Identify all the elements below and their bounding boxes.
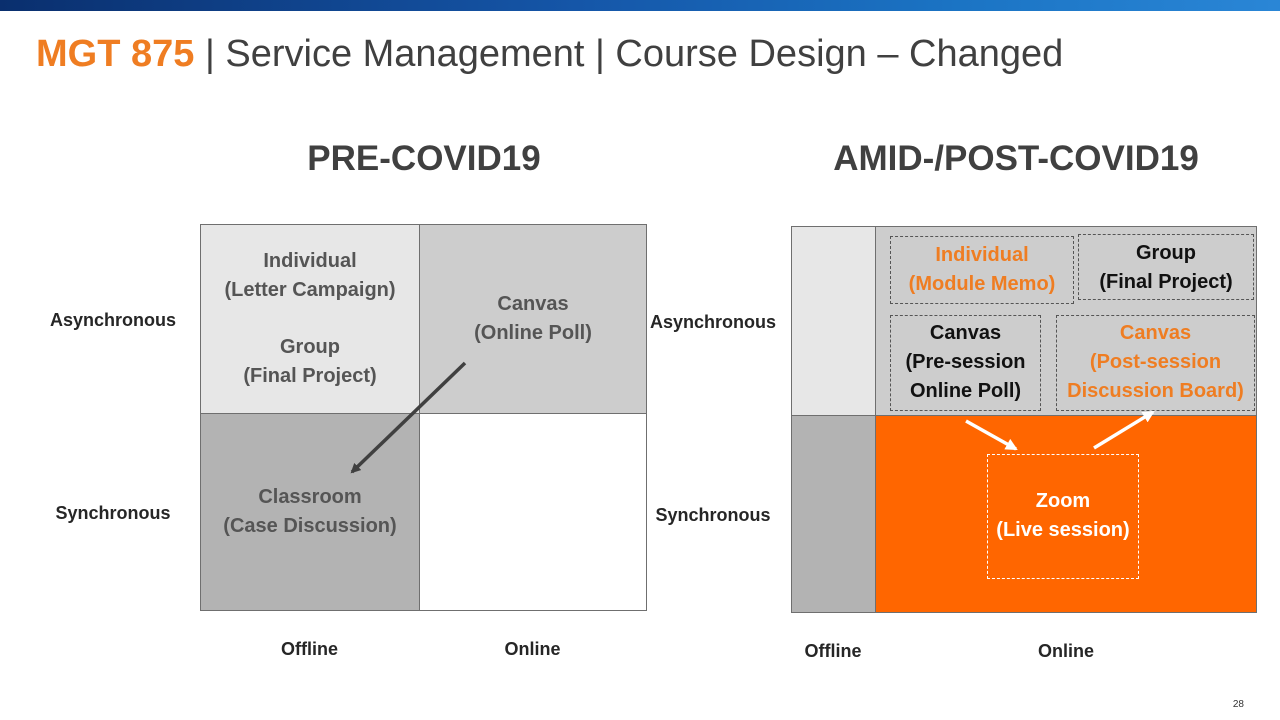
canvas-pre-session-text: Canvas (Pre-session Online Poll): [890, 319, 1041, 406]
left-cell-offline-async: [200, 224, 420, 414]
pre-session-label: (Pre-session: [905, 351, 1026, 373]
discussion-board-label: Discussion Board): [1067, 380, 1244, 402]
group-label: Group: [280, 336, 340, 358]
right-x-label-offline: Offline: [804, 641, 862, 661]
right-y-label-sync: Synchronous: [655, 505, 771, 525]
module-memo-label: (Module Memo): [908, 273, 1056, 295]
left-offline-async-text: Individual (Letter Campaign) Group (Fina…: [200, 247, 420, 391]
course-code: MGT 875: [36, 33, 195, 75]
left-y-label-async: Asynchronous: [49, 310, 177, 330]
canvas-post-session-box: [1056, 315, 1255, 411]
canvas-label: Canvas: [1119, 322, 1192, 344]
left-cell-online-async: [419, 224, 647, 414]
online-poll-label: Online Poll): [909, 380, 1022, 402]
individual-label: Individual: [263, 250, 357, 272]
pre-poll-to-zoom-arrow: [965, 419, 1018, 451]
final-project-label: (Final Project): [1099, 271, 1233, 293]
final-project-label: (Final Project): [243, 365, 377, 387]
left-x-label-offline: Offline: [281, 639, 338, 659]
canvas-label: Canvas: [497, 293, 569, 315]
case-discussion-label: (Case Discussion): [223, 515, 397, 537]
letter-campaign-label: (Letter Campaign): [224, 279, 396, 301]
left-y-label-sync: Synchronous: [55, 503, 171, 523]
top-accent-bar: [0, 0, 1280, 11]
zoom-live-session-box: [987, 454, 1139, 579]
right-y-label-async: Asynchronous: [649, 312, 777, 332]
page-number: 28: [1232, 699, 1244, 710]
post-session-label: (Post-session: [1089, 351, 1222, 373]
live-session-label: (Live session): [996, 519, 1130, 541]
right-cell-offline-sync: [791, 415, 876, 613]
canvas-to-classroom-arrow: [350, 361, 467, 474]
individual-module-memo-text: Individual (Module Memo): [890, 241, 1074, 299]
group-final-project-text: Group (Final Project): [1078, 239, 1254, 297]
individual-label: Individual: [935, 244, 1029, 266]
left-x-label-online: Online: [504, 639, 561, 659]
title-rest: | Service Management | Course Design – C…: [194, 33, 1064, 75]
group-final-project-box: [1078, 234, 1254, 300]
individual-module-memo-box: [890, 236, 1074, 304]
zoom-to-discussion-arrow: [1093, 410, 1155, 450]
slide-title: MGT 875 | Service Management | Course De…: [36, 33, 1063, 76]
right-x-label-online: Online: [1037, 641, 1094, 661]
left-cell-offline-sync: [200, 413, 420, 611]
classroom-label: Classroom: [258, 486, 362, 508]
zoom-live-session-text: Zoom (Live session): [987, 487, 1139, 545]
left-offline-sync-text: Classroom (Case Discussion): [200, 483, 420, 541]
right-cell-online-async: [875, 226, 1257, 416]
right-cell-online-sync: [875, 415, 1257, 613]
canvas-label: Canvas: [929, 322, 1002, 344]
left-cell-online-sync: [419, 413, 647, 611]
post-covid-heading: AMID-/POST-COVID19: [833, 139, 1199, 178]
group-label: Group: [1136, 242, 1196, 264]
canvas-pre-session-box: [890, 315, 1041, 411]
canvas-post-session-text: Canvas (Post-session Discussion Board): [1056, 319, 1255, 406]
left-online-async-text: Canvas (Online Poll): [419, 290, 647, 348]
zoom-label: Zoom: [1035, 490, 1091, 512]
pre-covid-heading: PRE-COVID19: [307, 139, 541, 178]
online-poll-label: (Online Poll): [474, 322, 592, 344]
